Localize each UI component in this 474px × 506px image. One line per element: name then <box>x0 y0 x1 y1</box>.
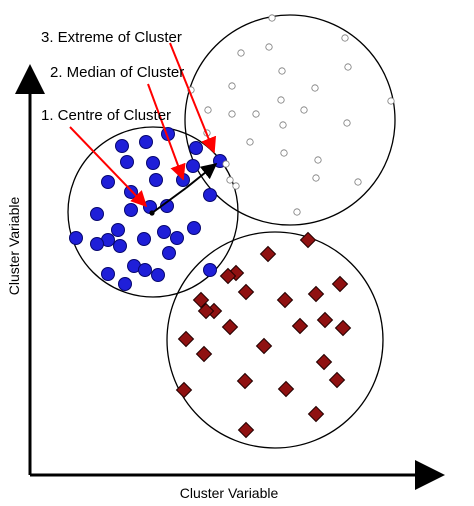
open-points-group <box>187 14 395 216</box>
red-cluster-point <box>328 371 346 389</box>
red-cluster-point <box>307 285 325 303</box>
blue-cluster-point <box>115 139 129 153</box>
open-cluster-point <box>226 176 234 184</box>
open-cluster-point <box>280 149 288 157</box>
median-annotation-arrow <box>147 83 186 181</box>
open-cluster-point <box>293 208 301 216</box>
red-points-group <box>175 231 352 439</box>
axes <box>14 64 445 490</box>
open-cluster-point <box>237 49 245 57</box>
blue-cluster-point <box>139 135 153 149</box>
x-axis-label: Cluster Variable <box>180 485 279 501</box>
open-cluster-point <box>354 178 362 186</box>
open-cluster-point <box>300 106 308 114</box>
red-cluster-point <box>175 381 193 399</box>
blue-cluster-point <box>170 231 184 245</box>
blue-cluster-point <box>118 277 132 291</box>
blue-cluster-point <box>90 237 104 251</box>
blue-cluster-point <box>111 223 125 237</box>
red-cluster-point <box>255 337 273 355</box>
red-cluster-point <box>195 345 213 363</box>
red-cluster-point <box>331 275 349 293</box>
blue-cluster-point <box>146 156 160 170</box>
open-cluster-point <box>311 84 319 92</box>
blue-cluster-boundary <box>67 126 239 298</box>
open-cluster-point <box>343 119 351 127</box>
red-cluster-point <box>315 353 333 371</box>
red-cluster-point <box>299 231 317 249</box>
red-cluster-point <box>259 245 277 263</box>
blue-cluster-point <box>203 188 217 202</box>
blue-cluster-point <box>138 263 152 277</box>
blue-points-group <box>69 127 227 291</box>
blue-cluster-point <box>187 221 201 235</box>
centre-label: 1. Centre of Cluster <box>41 107 171 124</box>
open-cluster-point <box>222 160 230 168</box>
blue-cluster-point <box>176 173 190 187</box>
open-cluster-point <box>252 110 260 118</box>
open-cluster-point <box>278 67 286 75</box>
open-cluster-point <box>279 121 287 129</box>
extreme-label: 3. Extreme of Cluster <box>41 29 182 46</box>
red-cluster-point <box>237 283 255 301</box>
red-cluster-point <box>307 405 325 423</box>
open-cluster-point <box>268 14 276 22</box>
open-cluster-point <box>314 156 322 164</box>
red-cluster-point <box>219 267 237 285</box>
red-cluster-point <box>277 380 295 398</box>
red-cluster-boundary <box>166 231 384 449</box>
centre-annotation-arrow <box>69 126 148 208</box>
annotation-labels: 3. Extreme of Cluster 2. Median of Clust… <box>41 29 184 124</box>
blue-cluster-point <box>203 263 217 277</box>
blue-cluster-point <box>149 173 163 187</box>
open-cluster-point <box>312 174 320 182</box>
blue-cluster-point <box>101 267 115 281</box>
open-cluster-point <box>277 96 285 104</box>
annotation-arrows <box>69 42 217 208</box>
cluster-measure-markers <box>149 163 218 216</box>
open-cluster-point <box>387 97 395 105</box>
red-cluster-point <box>334 319 352 337</box>
blue-cluster-point <box>120 155 134 169</box>
red-cluster-point <box>221 318 239 336</box>
blue-cluster-point <box>90 207 104 221</box>
blue-cluster-point <box>137 232 151 246</box>
red-cluster-point <box>316 311 334 329</box>
red-cluster-point <box>276 291 294 309</box>
blue-cluster-point <box>101 175 115 189</box>
red-cluster-point <box>237 421 255 439</box>
blue-cluster-point <box>162 246 176 260</box>
red-cluster-point <box>177 330 195 348</box>
open-cluster-point <box>228 110 236 118</box>
open-cluster-point <box>265 43 273 51</box>
red-cluster-point <box>197 302 215 320</box>
open-cluster-point <box>232 182 240 190</box>
open-circle-cluster-boundary <box>184 14 396 226</box>
cluster-boundaries <box>67 14 396 449</box>
open-cluster-point <box>228 82 236 90</box>
blue-cluster-point <box>124 203 138 217</box>
open-cluster-point <box>246 138 254 146</box>
blue-cluster-point <box>69 231 83 245</box>
red-cluster-point <box>236 372 254 390</box>
blue-cluster-point <box>189 141 203 155</box>
open-cluster-point <box>341 34 349 42</box>
y-axis-label: Cluster Variable <box>6 197 22 296</box>
median-to-extreme-arrow <box>185 163 218 189</box>
blue-cluster-point <box>157 225 171 239</box>
blue-cluster-point <box>186 159 200 173</box>
blue-cluster-point <box>151 268 165 282</box>
open-cluster-point <box>204 106 212 114</box>
red-cluster-point <box>192 291 210 309</box>
open-cluster-point <box>344 63 352 71</box>
red-cluster-point <box>291 317 309 335</box>
median-label: 2. Median of Cluster <box>50 64 184 81</box>
blue-cluster-point <box>113 239 127 253</box>
centre-to-median-line <box>151 187 187 214</box>
extreme-annotation-arrow <box>169 42 217 154</box>
